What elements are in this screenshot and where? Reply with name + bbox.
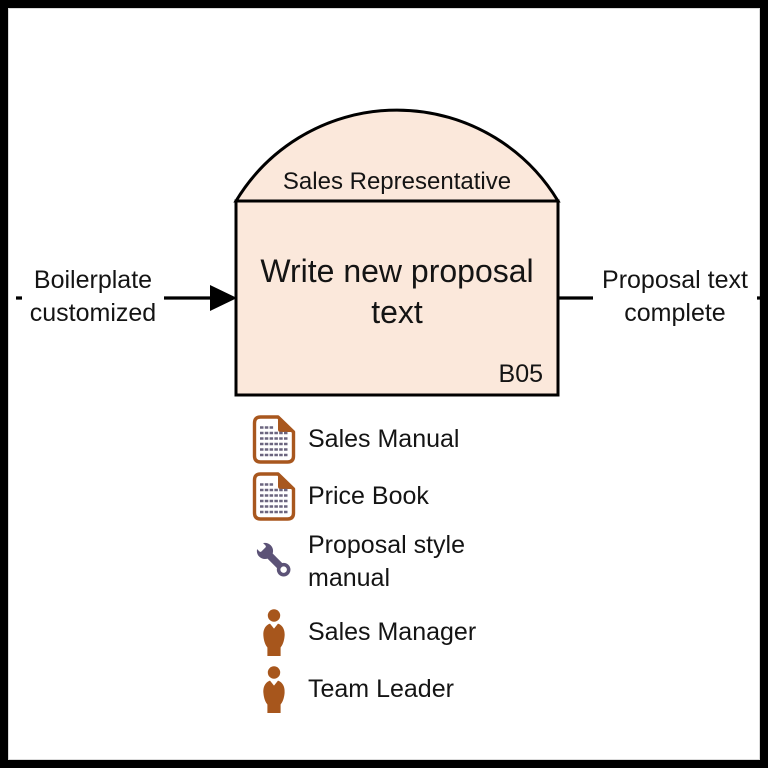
process-diagram-shapes — [16, 108, 760, 397]
process-id: B05 — [498, 360, 543, 388]
resource-item: Proposal style manual — [251, 529, 483, 595]
input-arrowhead-icon — [210, 285, 237, 311]
process-role-label: Sales Representative — [282, 168, 512, 195]
wrench-icon — [251, 532, 297, 588]
process-box — [234, 199, 560, 397]
resource-item: Sales Manager — [251, 608, 476, 656]
person-icon — [251, 665, 297, 714]
resource-item: Sales Manual — [251, 415, 459, 464]
resource-item: Team Leader — [251, 665, 454, 713]
resource-label: Price Book — [308, 481, 429, 510]
resource-label: Team Leader — [308, 674, 454, 703]
resource-label: Sales Manual — [308, 425, 460, 453]
output-label: Proposal text complete — [593, 264, 757, 330]
person-icon — [251, 608, 297, 657]
input-label: Boilerplate customized — [22, 264, 164, 330]
resource-label: Sales Manager — [308, 617, 477, 646]
resource-label: Proposal style manual — [308, 531, 466, 592]
process-role-banner — [233, 108, 561, 203]
document-icon — [251, 471, 297, 521]
process-title: Write new proposal text — [260, 253, 534, 330]
document-icon — [251, 415, 297, 464]
resource-item: Price Book — [251, 471, 429, 521]
